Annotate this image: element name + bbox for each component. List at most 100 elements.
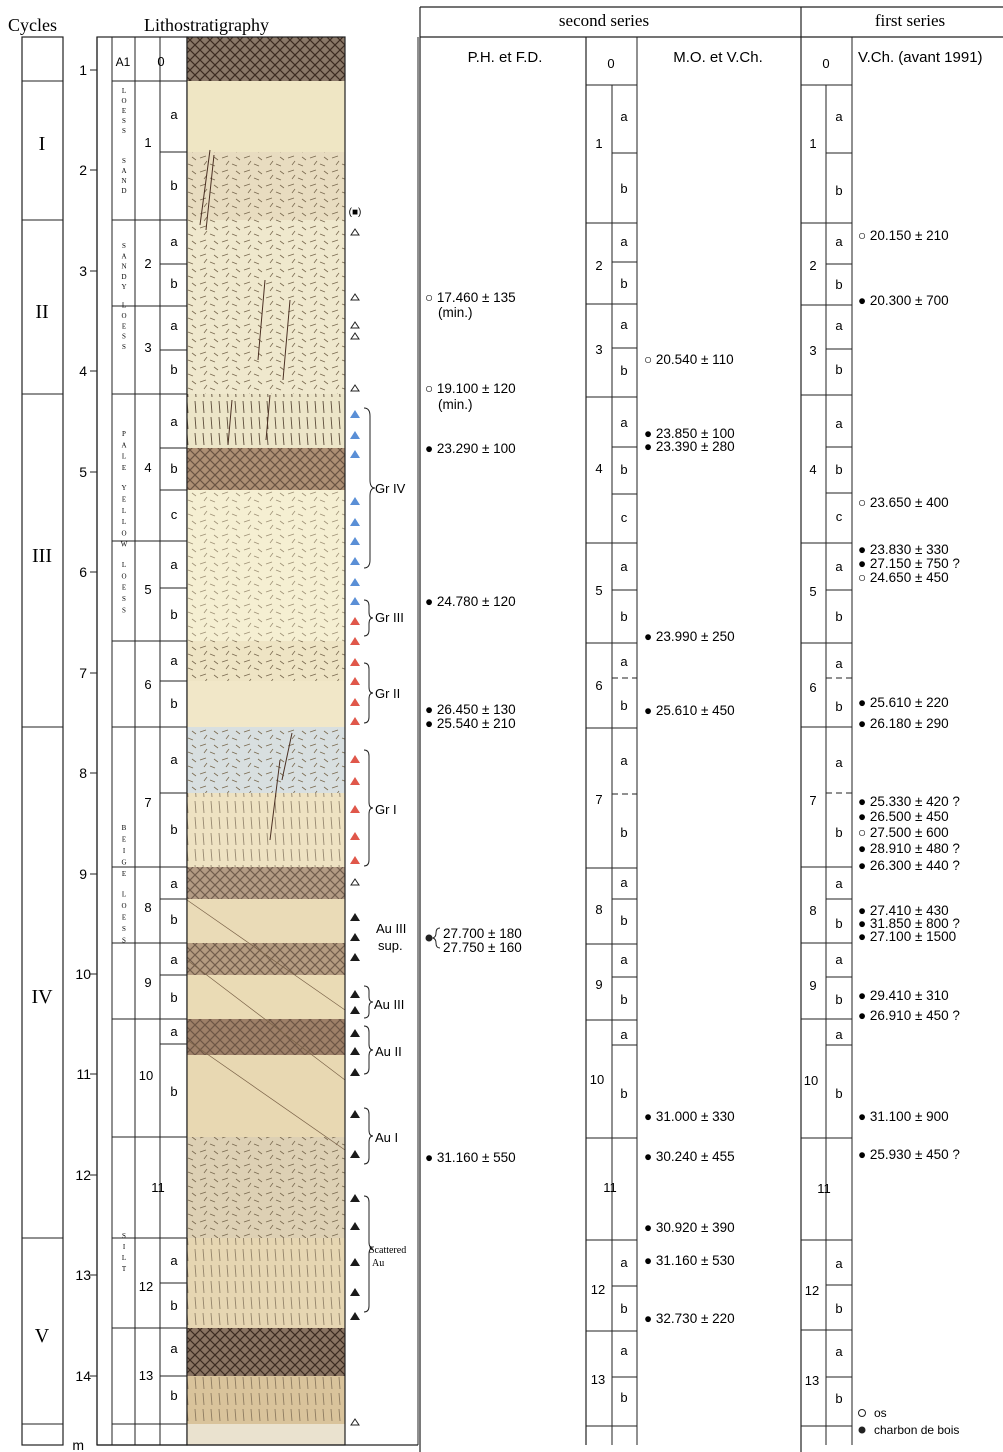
date-entry: ● 31.000 ± 330 xyxy=(644,1109,735,1124)
black-triangle-marker xyxy=(350,1029,360,1037)
unit-number: 11 xyxy=(817,1181,831,1196)
red-triangle-marker xyxy=(350,698,360,706)
blue-triangle-marker xyxy=(350,518,360,526)
depth-label: 3 xyxy=(79,263,87,279)
depth-label: 6 xyxy=(79,564,87,580)
open-triangle-marker xyxy=(350,878,360,886)
cycle-label: II xyxy=(35,301,48,323)
subunit-label: c xyxy=(836,509,843,524)
subunit-label: a xyxy=(620,1343,628,1358)
depth-label: 10 xyxy=(75,966,91,982)
date-entry: ● 25.930 ± 450 ? xyxy=(858,1147,960,1162)
subunit-label: b xyxy=(835,825,842,840)
unit-number: 7 xyxy=(144,795,151,810)
unit-number: 3 xyxy=(144,340,151,355)
gr-i-brace xyxy=(363,749,374,867)
subunit-label: b xyxy=(835,992,842,1007)
depth-label: 5 xyxy=(79,464,87,480)
subunit-label: a xyxy=(170,752,178,767)
subunit-label: a xyxy=(620,234,628,249)
date-entry: ● 23.830 ± 330 xyxy=(858,542,949,557)
depth-label: 13 xyxy=(75,1267,91,1283)
blue-triangle-marker xyxy=(350,557,360,565)
subunit-label: b xyxy=(170,990,177,1005)
subunit-label: a xyxy=(835,952,843,967)
date-entry: ● 31.100 ± 900 xyxy=(858,1109,949,1124)
subunit-label: b xyxy=(620,181,627,196)
date-pair-brace xyxy=(431,927,441,949)
date-entry: ● 26.910 ± 450 ? xyxy=(858,1008,960,1023)
subunit-label: a xyxy=(170,653,178,668)
subunit-label: b xyxy=(835,916,842,931)
au-ii-brace xyxy=(363,1025,374,1075)
subunit-label: b xyxy=(170,607,177,622)
unit-number: 12 xyxy=(591,1282,605,1297)
mo-vch-dates: ○ 20.540 ± 110 ● 23.850 ± 100 ● 23.390 ±… xyxy=(644,352,735,1326)
subunit-label: a xyxy=(835,1344,843,1359)
unit-number: 5 xyxy=(809,584,816,599)
unit-number: 9 xyxy=(809,978,816,993)
mo-vch-header: M.O. et V.Ch. xyxy=(673,49,762,66)
date-entry: ● 29.410 ± 310 xyxy=(858,988,949,1003)
date-entry: ○ 19.100 ± 120 xyxy=(425,381,516,396)
unit-number: 11 xyxy=(151,1180,165,1195)
date-entry: ● 23.850 ± 100 xyxy=(644,426,735,441)
au-i-brace xyxy=(363,1107,374,1165)
gr-iv-label: Gr IV xyxy=(375,481,406,496)
black-triangle-marker xyxy=(350,1006,360,1014)
subunit-label: b xyxy=(835,362,842,377)
gr-ii-brace xyxy=(363,662,374,724)
bracketed-square-marker: (■) xyxy=(349,207,362,218)
ph-fd-header: P.H. et F.D. xyxy=(468,49,543,66)
black-triangle-marker xyxy=(350,1150,360,1158)
unit-number: 7 xyxy=(595,792,602,807)
subunit-label: b xyxy=(170,1388,177,1403)
ph-fd-dates: ○ 17.460 ± 135 (min.) ○ 19.100 ± 120 (mi… xyxy=(425,290,522,1165)
vch-avant-dates: ○ 20.150 ± 210 ● 20.300 ± 700 ○ 23.650 ±… xyxy=(858,228,960,1162)
unit-number: 6 xyxy=(809,680,816,695)
date-entry: ● 25.330 ± 420 ? xyxy=(858,794,960,809)
date-entry: ○ 20.150 ± 210 xyxy=(858,228,949,243)
unit-number: 11 xyxy=(603,1180,617,1195)
gr-iii-label: Gr III xyxy=(375,610,404,625)
cycle-label: I xyxy=(39,133,46,155)
subunit-label: a xyxy=(620,1027,628,1042)
black-triangle-marker xyxy=(350,1312,360,1320)
depth-label: 9 xyxy=(79,866,87,882)
subunit-label: a xyxy=(170,414,178,429)
litho-unit-table: A1 0 1 a b 2 a b 3 a b 4 a b c 5 a b 6 a… xyxy=(96,36,188,1446)
lithostratigraphy-header: Lithostratigraphy xyxy=(144,15,269,35)
blue-triangle-marker xyxy=(350,450,360,458)
subunit-label: a xyxy=(170,952,178,967)
date-entry: ● 26.450 ± 130 xyxy=(425,702,516,717)
depth-label: 4 xyxy=(79,363,87,379)
gr-iv-brace xyxy=(363,407,376,569)
subunit-label: b xyxy=(170,1298,177,1313)
unit-number: 6 xyxy=(595,678,602,693)
au-iii-label: Au III xyxy=(374,997,404,1012)
date-entry: ● 24.780 ± 120 xyxy=(425,594,516,609)
unit-number: 5 xyxy=(144,582,151,597)
subunit-label: c xyxy=(171,507,178,522)
red-triangle-marker xyxy=(350,755,360,763)
date-entry: 27.750 ± 160 xyxy=(443,940,522,955)
blue-triangle-marker xyxy=(350,497,360,505)
charcoal-symbol xyxy=(858,1426,866,1434)
subunit-label: b xyxy=(620,913,627,928)
unit-number: 12 xyxy=(139,1279,153,1294)
red-triangle-marker xyxy=(350,832,360,840)
unit-number: 4 xyxy=(595,461,602,476)
date-entry: ● 23.290 ± 100 xyxy=(425,441,516,456)
legend-charbon: charbon de bois xyxy=(874,1423,959,1437)
mo-unit-table: 0 1 a b 2 a b 3 a b 4 a b c 5 a b 6 a b … xyxy=(585,37,638,1445)
gr-i-label: Gr I xyxy=(375,802,397,817)
date-note: (min.) xyxy=(438,305,473,320)
depth-label: 2 xyxy=(79,162,87,178)
section-drawing xyxy=(186,36,346,1446)
au-iii-brace xyxy=(363,985,374,1019)
subunit-label: a xyxy=(835,559,843,574)
black-triangle-marker xyxy=(350,933,360,941)
date-entry: ● 32.730 ± 220 xyxy=(644,1311,735,1326)
red-triangle-marker xyxy=(350,717,360,725)
black-triangle-marker xyxy=(350,953,360,961)
